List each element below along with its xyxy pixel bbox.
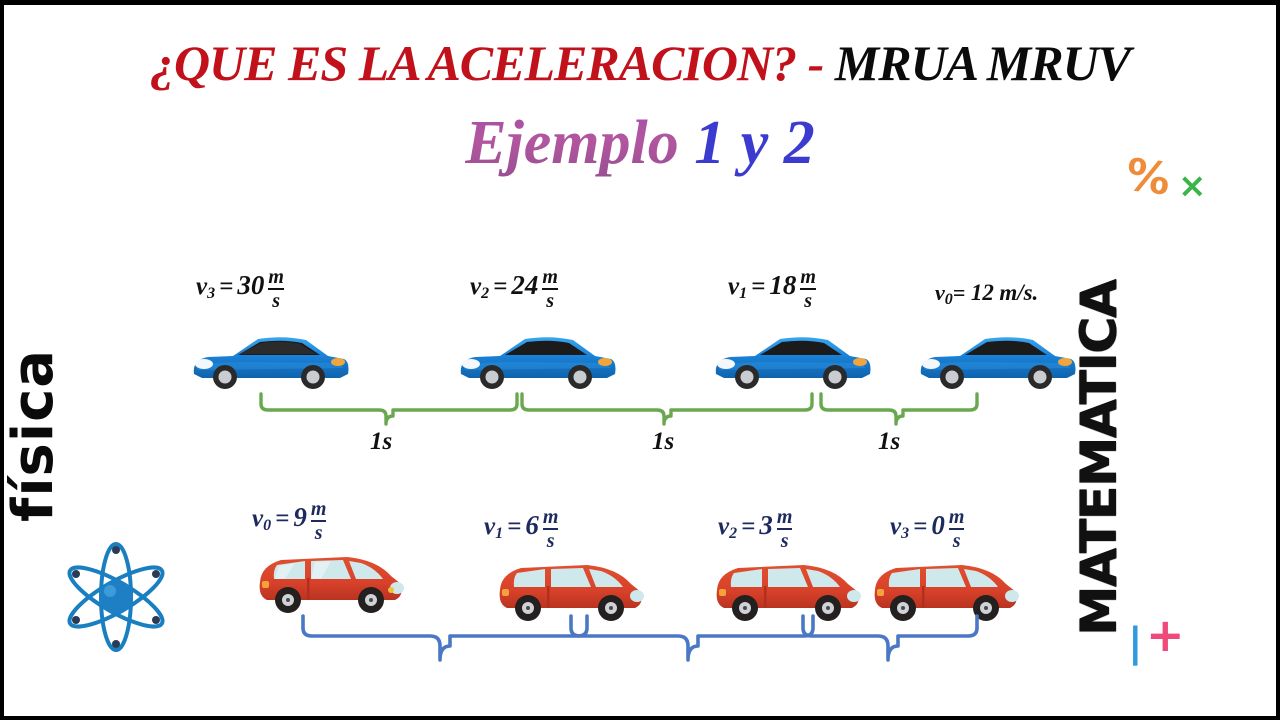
- blue-car-1: [188, 330, 353, 397]
- time-brace-bottom-2: [568, 614, 816, 669]
- red-car-3: [712, 556, 862, 633]
- blue-car-4: [915, 330, 1080, 397]
- atom-icon: [52, 536, 180, 658]
- blue-car-2: [455, 330, 620, 397]
- page-title: ¿QUE ES LA ACELERACION? - MRUA MRUV: [0, 34, 1280, 92]
- fisica-branding: física: [1, 222, 134, 522]
- frame-right-bar: [1276, 0, 1280, 720]
- matematica-branding: MATEMATICA: [1070, 196, 1210, 636]
- frame-bottom-bar: [0, 716, 1280, 720]
- title-dash: -: [796, 35, 835, 91]
- time-brace-bottom-1: [300, 614, 590, 669]
- red-car-2: [495, 556, 645, 633]
- interval-label-top-2: 1s: [652, 428, 675, 455]
- frame-top-bar: [0, 0, 1280, 5]
- multiply-icon: ×: [1178, 166, 1207, 206]
- time-brace-top-3: [818, 392, 980, 431]
- time-brace-top-1: [258, 392, 520, 431]
- plus-icon: +: [1146, 608, 1185, 662]
- interval-label-top-3: 1s: [878, 428, 901, 455]
- title-black-part: MRUA MRUV: [834, 35, 1131, 91]
- interval-label-top-1: 1s: [370, 428, 393, 455]
- matematica-label: MATEMATICA: [1070, 280, 1128, 636]
- title-red-part: ¿QUE ES LA ACELERACION?: [149, 35, 797, 91]
- time-brace-top-2: [519, 392, 815, 431]
- fisica-label: física: [1, 348, 66, 522]
- bar-icon: |: [1128, 620, 1143, 666]
- frame-left-bar: [0, 0, 4, 720]
- page-subtitle: Ejemplo 1 y 2: [0, 108, 1280, 179]
- red-car-4: [870, 556, 1020, 633]
- time-brace-bottom-3: [800, 614, 980, 669]
- subtitle-numbers: 1 y 2: [694, 109, 815, 177]
- red-car-1: [255, 548, 405, 625]
- blue-car-3: [710, 330, 875, 397]
- velocity-label-top-4: v0= 12 m/s.: [935, 280, 1039, 308]
- subtitle-word: Ejemplo: [465, 109, 679, 177]
- percent-icon: %: [1122, 149, 1174, 206]
